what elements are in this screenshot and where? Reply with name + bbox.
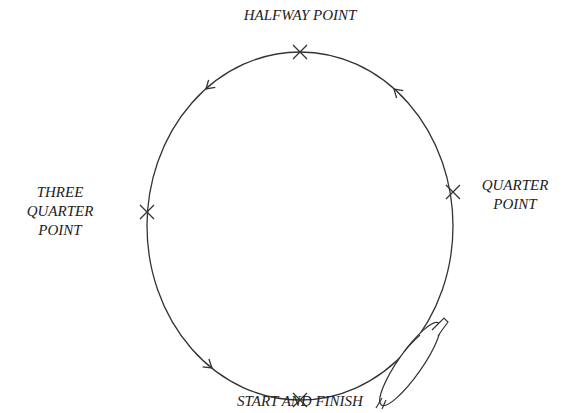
three-quarter-cross xyxy=(140,205,154,219)
direction-arrows xyxy=(203,80,404,372)
halfway-cross xyxy=(293,45,307,59)
arrowhead xyxy=(203,80,216,93)
bobsleigh-sketch xyxy=(371,316,448,412)
quarter-label: QUARTER POINT xyxy=(469,176,561,214)
sled-seat xyxy=(404,335,420,352)
sled-nose xyxy=(432,318,448,336)
three-quarter-label: THREE QUARTER POINT xyxy=(10,183,110,240)
quarter-cross xyxy=(446,185,460,199)
arrowhead xyxy=(391,85,404,98)
sled-body xyxy=(371,316,448,412)
start-finish-label: START AND FINISH xyxy=(190,392,410,411)
circuit-track xyxy=(147,52,453,400)
arrowhead xyxy=(203,359,216,372)
sled-tail xyxy=(376,398,386,409)
halfway-label: HALFWAY POINT xyxy=(200,6,400,25)
